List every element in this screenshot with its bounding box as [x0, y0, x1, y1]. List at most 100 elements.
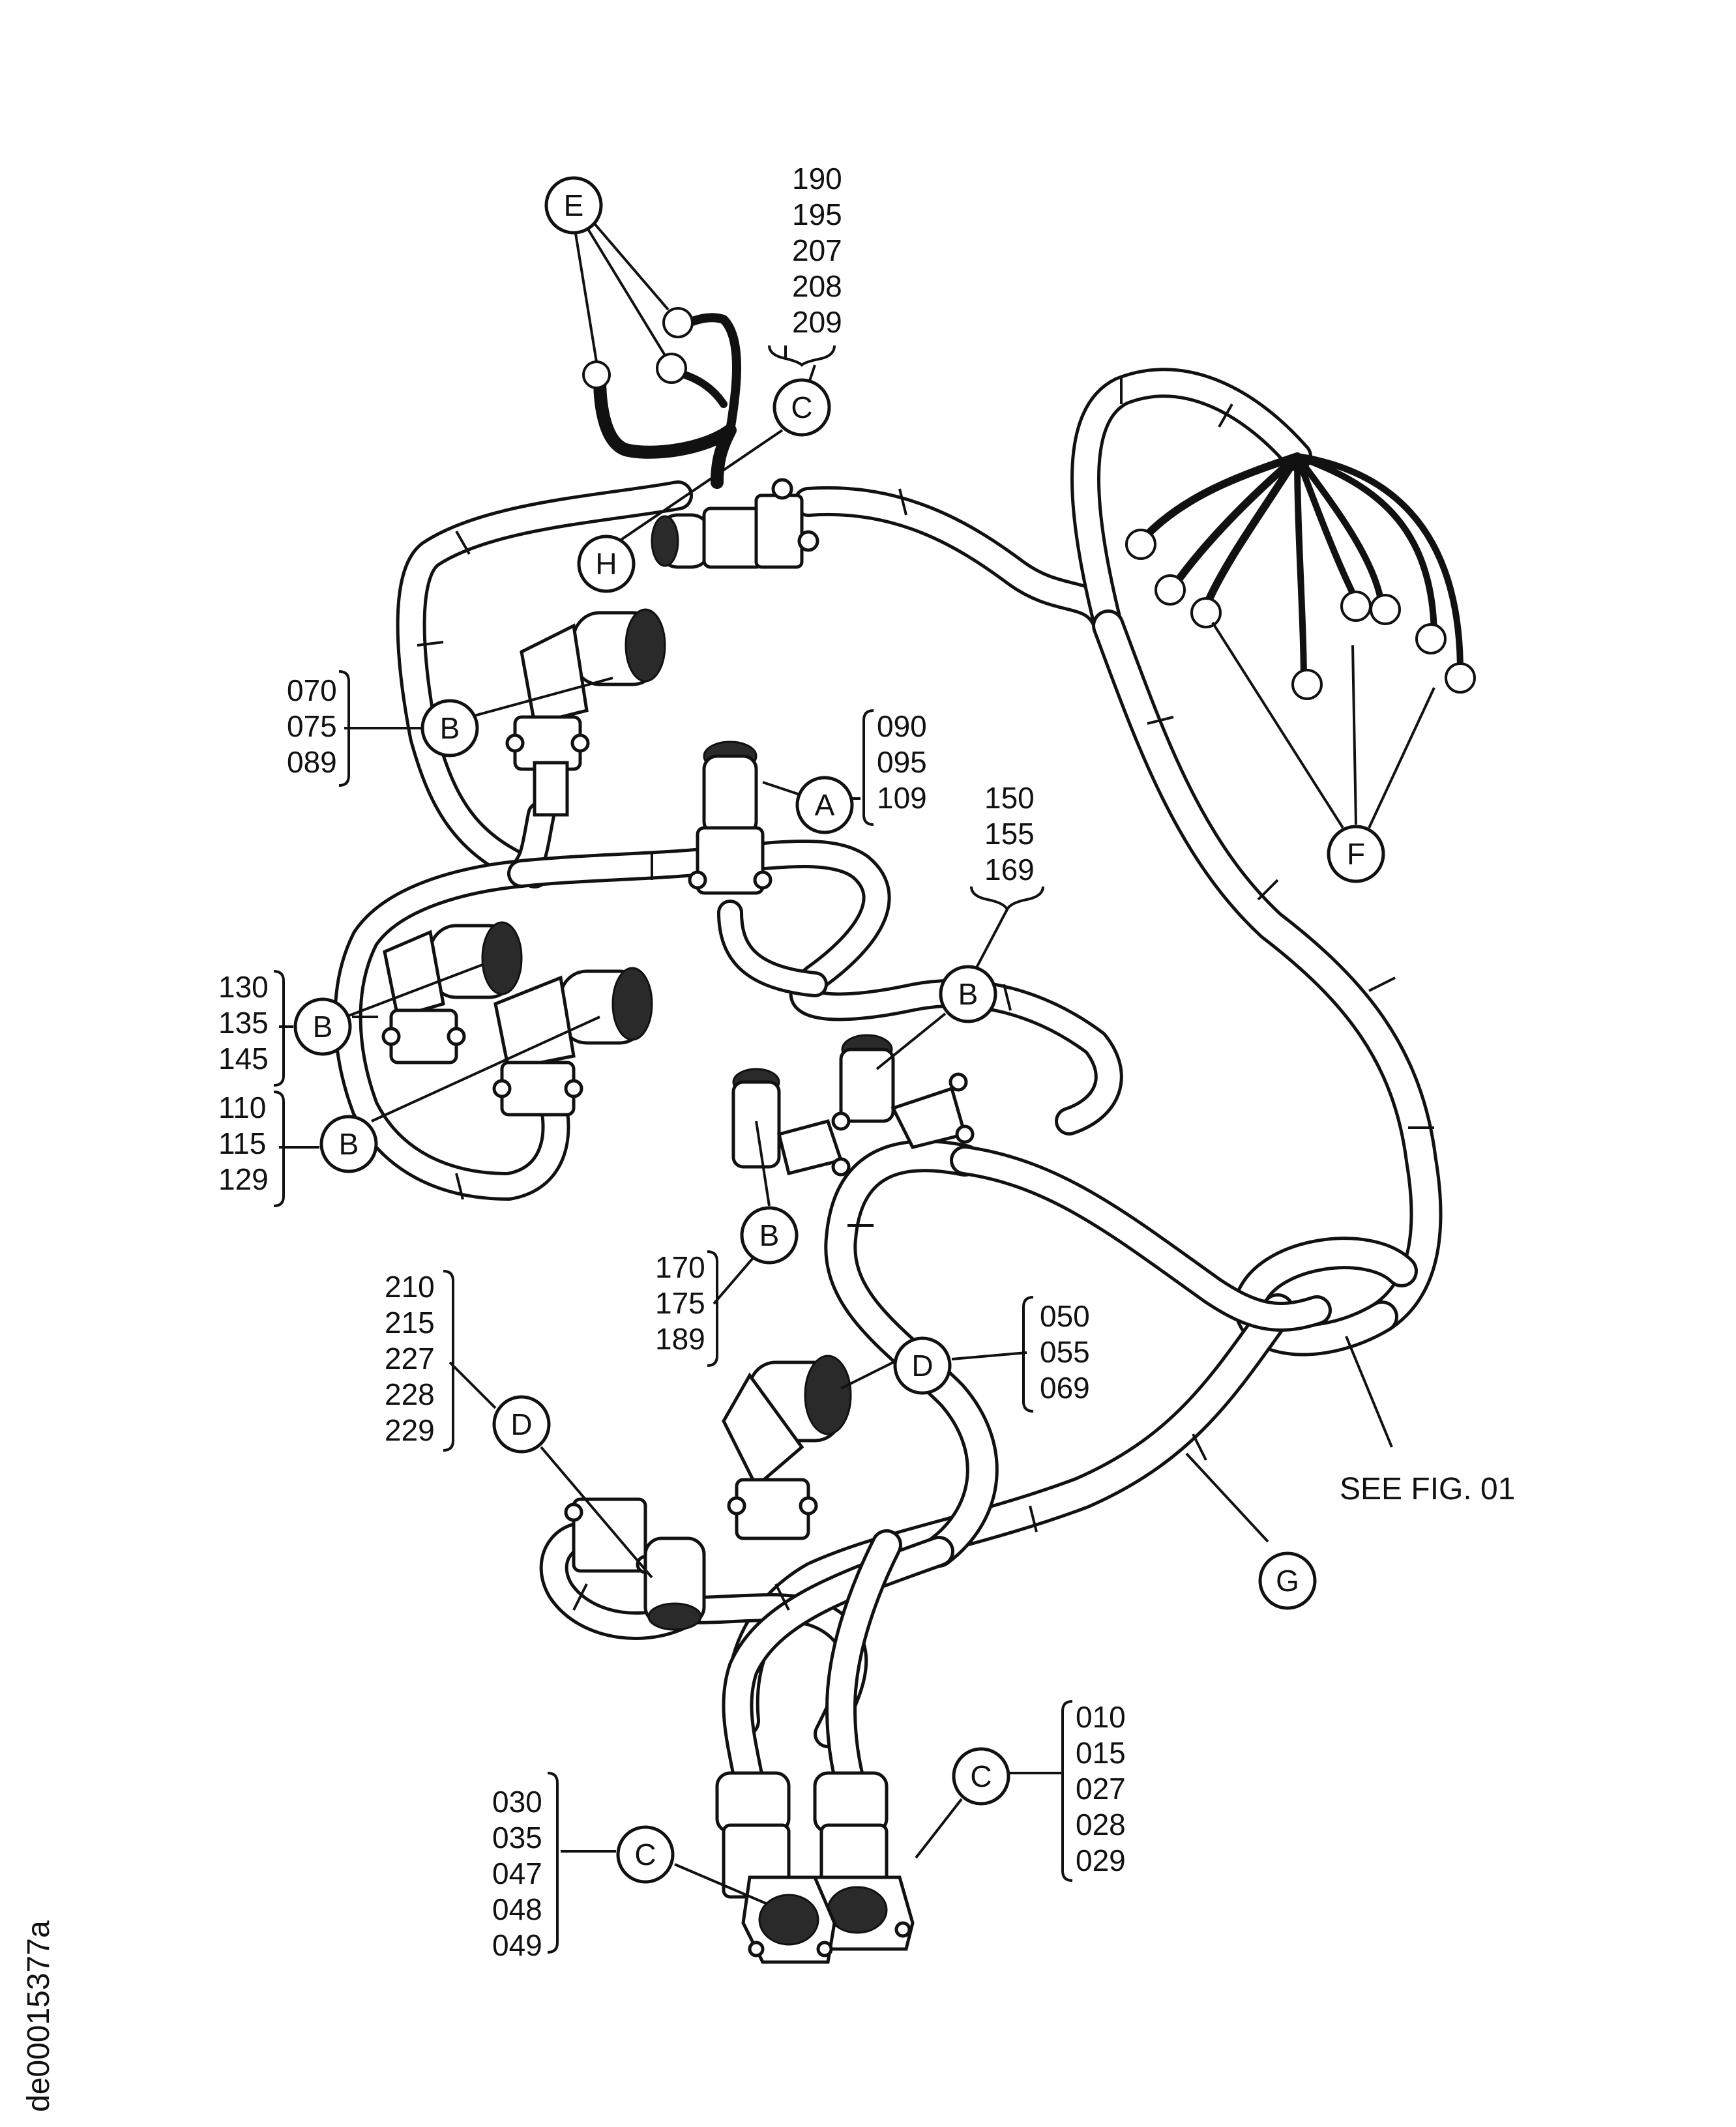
svg-text:129: 129	[218, 1162, 269, 1196]
svg-text:010: 010	[1076, 1700, 1126, 1734]
svg-text:015: 015	[1076, 1736, 1126, 1770]
drawing-id: de00015377a	[22, 1920, 56, 2112]
svg-text:035: 035	[492, 1821, 542, 1855]
svg-text:155: 155	[984, 817, 1035, 851]
callout-e: E	[544, 176, 603, 235]
svg-text:150: 150	[984, 781, 1035, 815]
svg-text:210: 210	[385, 1270, 435, 1304]
svg-text:C: C	[634, 1838, 656, 1871]
parts-list-070: 070 075 089	[287, 673, 337, 779]
svg-text:027: 027	[1076, 1772, 1126, 1806]
svg-text:D: D	[510, 1407, 532, 1441]
svg-text:190: 190	[792, 162, 842, 196]
callout-h: H	[577, 535, 636, 593]
parts-list-090: 090 095 109	[877, 709, 927, 815]
svg-text:B: B	[313, 1010, 333, 1044]
connector-a	[688, 741, 772, 895]
svg-text:110: 110	[218, 1091, 266, 1124]
svg-text:228: 228	[385, 1377, 435, 1411]
parts-list-190: 190 195 207 208 209	[792, 162, 842, 339]
svg-text:C: C	[791, 390, 812, 424]
svg-text:055: 055	[1040, 1335, 1090, 1369]
callout-g: G	[1258, 1551, 1317, 1610]
svg-text:089: 089	[287, 745, 337, 779]
parts-list-110: 110 115 129	[218, 1091, 269, 1196]
parts-list-010: 010 015 027 028 029	[1076, 1700, 1126, 1877]
callout-c-top: C	[772, 378, 831, 437]
svg-text:047: 047	[492, 1856, 542, 1890]
connector-d-050	[722, 1355, 852, 1540]
callout-c-010: C	[952, 1747, 1010, 1806]
parts-list-170: 170 175 189	[655, 1250, 705, 1356]
svg-text:B: B	[440, 711, 460, 745]
svg-text:B: B	[759, 1218, 780, 1252]
svg-text:F: F	[1347, 837, 1365, 871]
parts-list-030: 030 035 047 048 049	[492, 1785, 542, 1962]
svg-text:189: 189	[655, 1322, 705, 1356]
svg-text:069: 069	[1040, 1371, 1090, 1405]
callout-b-110: B	[319, 1115, 378, 1173]
ring-terminals	[582, 307, 1476, 700]
connector-c-top	[651, 478, 819, 569]
svg-text:075: 075	[287, 709, 337, 743]
svg-text:070: 070	[287, 673, 337, 707]
svg-text:D: D	[911, 1349, 933, 1383]
callout-f: F	[1327, 825, 1385, 883]
callout-b-150: B	[939, 965, 997, 1023]
brackets	[273, 670, 1073, 1954]
callout-d-050: D	[893, 1336, 952, 1395]
svg-text:115: 115	[218, 1126, 266, 1160]
cable-e-wire	[593, 372, 737, 489]
svg-text:H: H	[595, 547, 617, 581]
svg-text:028: 028	[1076, 1808, 1126, 1841]
connector-b-150	[839, 1034, 975, 1149]
svg-text:229: 229	[385, 1413, 435, 1447]
svg-text:090: 090	[877, 709, 927, 743]
callout-d-210: D	[492, 1395, 551, 1454]
leader-lines	[279, 217, 1435, 1905]
svg-text:145: 145	[218, 1042, 269, 1076]
svg-text:B: B	[958, 977, 978, 1011]
svg-text:030: 030	[492, 1785, 542, 1819]
callout-b-070: B	[420, 699, 479, 757]
svg-text:B: B	[339, 1127, 359, 1161]
parts-list-210: 210 215 227 228 229	[385, 1270, 435, 1447]
parts-list-130: 130 135 145	[218, 970, 269, 1076]
svg-text:C: C	[970, 1759, 992, 1793]
connector-d-210	[564, 1497, 706, 1631]
callout-a: A	[795, 776, 854, 834]
connector-b-070	[505, 608, 666, 817]
svg-text:209: 209	[792, 305, 842, 339]
svg-text:049: 049	[492, 1928, 542, 1962]
svg-text:195: 195	[792, 198, 842, 231]
connector-b-130	[381, 921, 523, 1064]
see-fig-note: SEE FIG. 01	[1340, 1472, 1515, 1506]
svg-text:207: 207	[792, 233, 842, 267]
svg-text:048: 048	[492, 1892, 542, 1926]
svg-text:E: E	[564, 188, 584, 222]
svg-text:227: 227	[385, 1342, 435, 1375]
svg-text:208: 208	[792, 269, 842, 303]
callout-b-170: B	[740, 1206, 799, 1265]
svg-text:A: A	[815, 788, 835, 822]
svg-text:175: 175	[655, 1286, 705, 1320]
ring-terminal-icon	[1125, 529, 1156, 560]
callout-c-030: C	[616, 1825, 675, 1884]
svg-text:215: 215	[385, 1306, 435, 1340]
connector-c-030	[715, 1771, 836, 1964]
connectors	[381, 478, 975, 1964]
svg-text:095: 095	[877, 745, 927, 779]
svg-text:169: 169	[984, 853, 1035, 887]
connector-b-170	[731, 1068, 851, 1177]
svg-text:050: 050	[1040, 1299, 1090, 1333]
svg-text:G: G	[1276, 1564, 1299, 1598]
connector-b-110	[492, 967, 653, 1117]
parts-list-050: 050 055 069	[1040, 1299, 1090, 1405]
svg-text:109: 109	[877, 781, 927, 815]
svg-text:029: 029	[1076, 1843, 1126, 1877]
svg-text:170: 170	[655, 1250, 705, 1284]
callout-b-130: B	[293, 997, 352, 1056]
harness-cables	[333, 313, 1443, 1815]
svg-text:135: 135	[218, 1006, 269, 1040]
